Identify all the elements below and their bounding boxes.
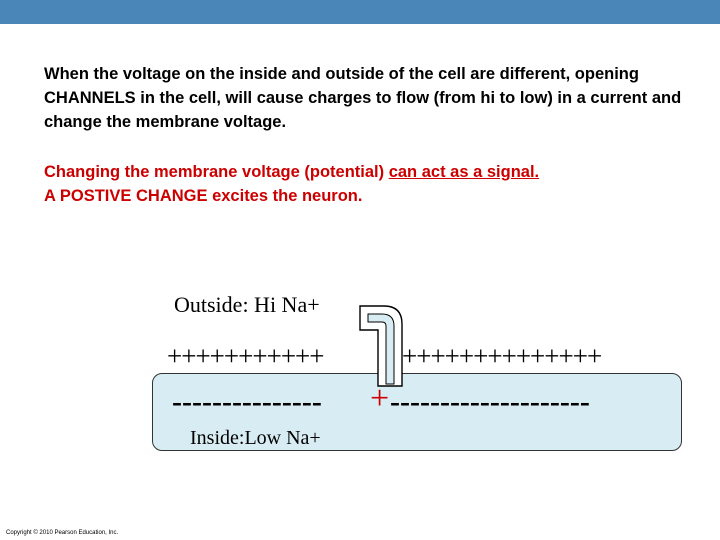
- top-banner: [0, 0, 720, 24]
- channel-plus-charge: +: [370, 380, 390, 417]
- copyright-notice: Copyright © 2010 Pearson Education, Inc.: [6, 530, 119, 536]
- signal-underlined-text: can act as a signal.: [388, 163, 540, 181]
- membrane-plus-right: ++++++++++++++: [402, 341, 602, 371]
- excite-text: A POSTIVE CHANGE excites the neuron.: [44, 187, 363, 205]
- membrane-plus-left: +++++++++++: [167, 341, 324, 371]
- outside-label: Outside: Hi Na+: [174, 292, 320, 317]
- membrane-minus-right: --------------------: [390, 385, 590, 418]
- signal-text: Changing the membrane voltage (potential…: [44, 163, 389, 181]
- inside-label-value: Low Na+: [244, 427, 321, 449]
- inside-label: Inside:Low Na+: [190, 427, 321, 450]
- membrane-minus-left: ---------------: [172, 385, 322, 418]
- inside-label-text: Inside:: [190, 427, 245, 449]
- paragraph-signal: Changing the membrane voltage (potential…: [44, 160, 704, 208]
- paragraph-voltage-channels: When the voltage on the inside and outsi…: [44, 65, 682, 131]
- cell-interior: [152, 373, 682, 451]
